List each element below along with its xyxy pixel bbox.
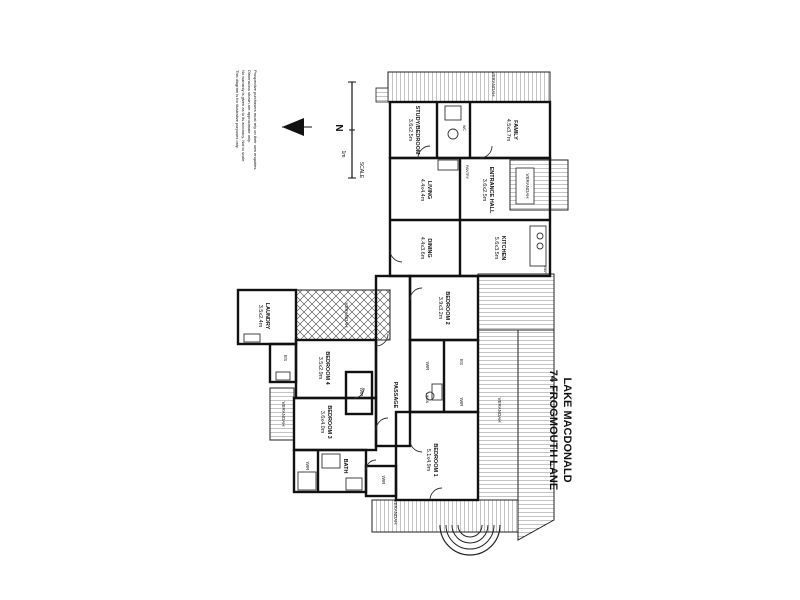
- courtyard-verandah: [295, 289, 391, 341]
- dining-dims: 4.4x3.6m: [419, 237, 425, 260]
- ref-label: REF: [543, 267, 547, 274]
- scale-unit: 1m: [340, 151, 346, 158]
- laundry-dims: 3.5x2.4m: [257, 305, 263, 328]
- wir-label-bed2: WIR: [425, 362, 430, 371]
- family-name: FAMILY: [512, 120, 518, 140]
- address-line1: 74 FROGMOUTH LANE: [547, 370, 559, 490]
- address: 74 FROGMOUTH LANE LAKE MACDONALD: [547, 370, 573, 490]
- verandah-left: [269, 387, 295, 441]
- dining-name: DINING: [426, 238, 432, 257]
- verandah-label-top: VERANDAH: [491, 71, 496, 96]
- bedroom4-dims: 3.5x2.9m: [317, 357, 323, 380]
- compass-label: N: [333, 124, 344, 131]
- bedroom2-name: BEDROOM 2: [444, 291, 450, 324]
- es-label-bed2: ES: [459, 359, 464, 365]
- bath-name: BATH: [342, 459, 348, 474]
- round-deck: [439, 524, 501, 556]
- compass: N: [282, 118, 344, 136]
- bedroom1-name: BEDROOM 1: [432, 443, 438, 476]
- pantry-label: PANTRY: [465, 165, 469, 180]
- wir-label-bed1: WIR: [459, 398, 464, 407]
- wir-label-bed3: WIR: [305, 462, 310, 471]
- disclaimer-line-3: Dimensions shown are approximate only.: [247, 70, 252, 143]
- study-name: STUDY/BEDROOM: [414, 106, 420, 155]
- verandah-label-courtyard: VERANDAH: [344, 302, 349, 327]
- scale-label: SCALE: [358, 162, 364, 179]
- study-dims: 3.6x2.5m: [407, 119, 413, 142]
- disclaimer-line-1: This diagram is for illustrative purpose…: [235, 70, 240, 149]
- entrance-dims: 3.6x2.5m: [481, 179, 487, 202]
- address-line2: LAKE MACDONALD: [561, 377, 573, 482]
- verandah-label-right: VERANDAH: [497, 397, 502, 422]
- passage-name: PASSAGE: [392, 382, 398, 409]
- verandah-right-main: [371, 273, 555, 541]
- es-label-bed4: ES: [283, 355, 288, 361]
- verandah-right-small: [509, 159, 569, 211]
- disclaimer-line-4: Prospective purchasers must rely on thei…: [253, 70, 258, 171]
- doors: [353, 145, 493, 501]
- bedroom3-dims: 3.6x4.0m: [319, 411, 325, 434]
- kitchen-name: KITCHEN: [500, 236, 506, 260]
- entrance-name: ENTRANCE HALL: [488, 167, 494, 214]
- verandah-label-right-small: VERANDAH: [525, 173, 530, 198]
- compass-icon: [282, 118, 312, 136]
- disclaimer: This diagram is for illustrative purpose…: [235, 70, 258, 171]
- family-dims: 4.5x3.7m: [505, 119, 511, 142]
- living-dims: 4.4x4.4m: [419, 179, 425, 202]
- living-name: LIVING: [426, 181, 432, 199]
- bedroom1-dims: 5.1x4.9m: [425, 449, 431, 472]
- fixtures: [243, 105, 547, 491]
- wc-label: WC: [462, 125, 466, 131]
- kitchen-dims: 5.6x3.5m: [493, 237, 499, 260]
- disclaimer-line-2: No warranty is given as to its accuracy.…: [241, 70, 246, 162]
- verandah-label-left: VERANDAH: [281, 401, 286, 426]
- wir-label-bed4: WIR: [359, 388, 364, 397]
- bedroom2-dims: 3.9x3.2m: [437, 297, 443, 320]
- bedroom4-name: BEDROOM 4: [324, 351, 330, 385]
- bedroom3-name: BEDROOM 3: [326, 405, 332, 438]
- laundry-name: LAUNDRY: [264, 303, 270, 330]
- walls: [236, 100, 552, 502]
- wir-label-bath: WIR: [381, 476, 386, 485]
- linen-label: LINEN: [425, 393, 429, 404]
- misc-labels: VERANDAH VERANDAH VERANDAH VERANDAH VERA…: [281, 71, 547, 524]
- scale-bar: 1m SCALE: [340, 81, 364, 179]
- verandah-top: [375, 71, 551, 103]
- verandah-label-bottom: VERANDAH: [393, 499, 398, 524]
